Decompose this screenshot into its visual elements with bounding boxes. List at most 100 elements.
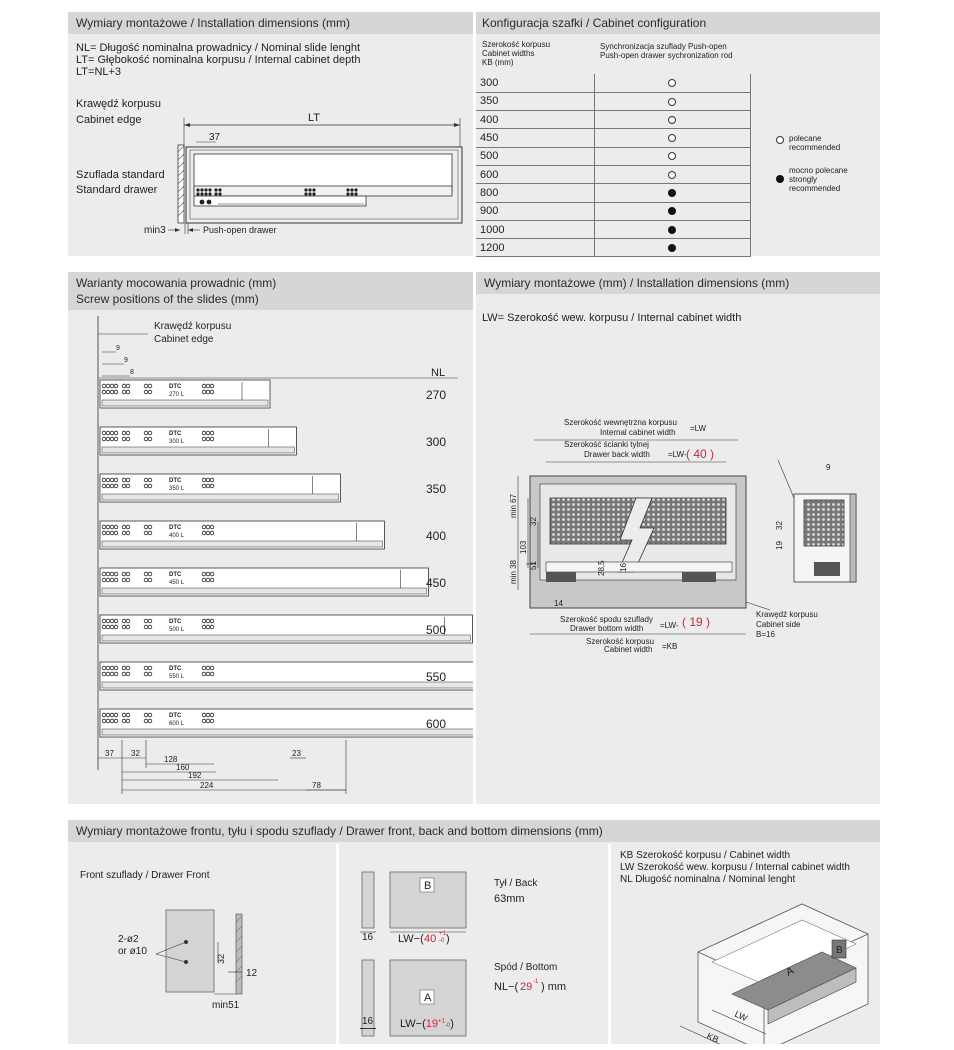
panel-title: Wymiary montażowe frontu, tyłu i spodu s… — [76, 824, 603, 838]
back-formula-val: 40 — [424, 933, 436, 945]
brand-label: DTC — [169, 431, 182, 437]
screw-hole — [209, 389, 215, 395]
slide-rail — [101, 587, 427, 595]
slide-rail — [101, 634, 471, 642]
screw-hole — [113, 530, 119, 536]
dim-32: 32 — [216, 954, 226, 964]
back-tol-dn: -0 — [439, 938, 445, 944]
bottom-title: Spód / Bottom — [494, 962, 557, 973]
filled-circle-icon — [668, 225, 676, 234]
screw-hole — [113, 383, 119, 389]
screw-hole — [147, 430, 153, 436]
panel-title: Konfiguracja szafki / Cabinet configurat… — [482, 16, 707, 30]
bottom-width-value: ( 19 ) — [682, 615, 710, 629]
screw-hole — [125, 530, 131, 536]
slide-length-label: 450 L — [169, 580, 185, 586]
screw-hole — [113, 477, 119, 483]
screw-hole — [125, 718, 131, 724]
screw-hole — [147, 383, 153, 389]
cabinet-width-cell: 300 — [476, 74, 595, 93]
cabinet-width-cell: 900 — [476, 202, 595, 221]
nl-formula-post: ) mm — [541, 981, 566, 993]
nl-tol: -1 — [533, 979, 539, 985]
screw-hole — [113, 524, 119, 530]
dim-12: 12 — [246, 968, 258, 979]
screw-hole — [147, 718, 153, 724]
col-kb-header: Szerokość korpusu Cabinet widths KB (mm) — [482, 40, 551, 67]
sync-cell — [594, 165, 751, 185]
nl-value: 500 — [426, 623, 447, 637]
drawer-front-diagram: 2-ø2 or ø10 32 12 min51 — [118, 909, 258, 1011]
iso-letter-b: B — [836, 945, 843, 956]
min51-label: min51 — [212, 1000, 240, 1011]
slide-rail — [101, 493, 339, 501]
config-row: 300 — [476, 74, 751, 93]
slide-rail — [101, 540, 383, 548]
divider — [608, 844, 611, 1044]
dim-16a: 16 — [362, 932, 374, 943]
screw-hole — [147, 530, 153, 536]
cabinet-edge-label: Krawędź korpusu Cabinet edge — [154, 321, 232, 345]
config-row: 500 — [476, 147, 751, 166]
filled-circle-icon — [668, 243, 676, 252]
config-row: 900 — [476, 202, 751, 221]
open-circle-icon — [668, 134, 676, 143]
dim-8: 8 — [130, 369, 134, 376]
cabinet-width-pl: Szerokość korpusu — [586, 637, 654, 646]
screw-hole — [209, 671, 215, 677]
nl-formula-val: 29 — [520, 981, 532, 993]
panel-header: Warianty mocowania prowadnic (mm) Screw … — [68, 272, 473, 310]
push-open-label: Push-open drawer — [203, 225, 277, 235]
cabinet-width-en: Cabinet width — [604, 645, 652, 654]
panel-header: Wymiary montażowe / Installation dimensi… — [68, 12, 473, 34]
screw-hole — [147, 571, 153, 577]
dim-23: 23 — [292, 749, 301, 758]
screw-hole — [113, 571, 119, 577]
panel-title-en: Screw positions of the slides (mm) — [76, 292, 259, 306]
screw-hole — [147, 712, 153, 718]
cabinet-width-cell: 1200 — [476, 238, 595, 258]
definitions: NL= Długość nominalna prowadnicy / Nomin… — [76, 42, 360, 78]
screw-hole — [147, 577, 153, 583]
dim-16: 16 — [619, 563, 628, 572]
nl-value: 550 — [426, 670, 447, 684]
panel-title: Wymiary montażowe / Installation dimensi… — [76, 16, 350, 30]
bottom-width-pl: Szerokość spodu szuflady — [560, 615, 653, 624]
screw-hole — [113, 436, 119, 442]
screw-hole — [147, 624, 153, 630]
screw-hole — [209, 718, 215, 724]
sync-cell — [594, 238, 751, 258]
screw-hole — [113, 430, 119, 436]
open-circle-icon — [668, 78, 676, 87]
screw-hole — [125, 712, 131, 718]
dim-14: 14 — [554, 599, 563, 608]
back-bottom-diagram: B 16 LW−( 40 +1 -0 ) Tył / Back 63mm A S… — [360, 871, 566, 1037]
cabinet-width-cell: 1000 — [476, 220, 595, 240]
slide-length-label: 500 L — [169, 627, 185, 633]
screw-hole — [147, 477, 153, 483]
panel-header: Wymiary montażowe (mm) / Installation di… — [476, 272, 880, 294]
screw-hole — [209, 665, 215, 671]
legend-recommended: polecane recommended — [776, 134, 840, 152]
sync-cell — [594, 183, 751, 203]
screw-hole — [113, 624, 119, 630]
letter-b: B — [424, 880, 431, 892]
brand-label: DTC — [169, 384, 182, 390]
screw-hole — [125, 624, 131, 630]
config-row: 1000 — [476, 220, 751, 240]
open-circle-icon — [668, 170, 676, 179]
drawer-side-diagram: LT 37 min3 Push-o — [144, 112, 463, 236]
nl-value: 600 — [426, 717, 447, 731]
slide-rail — [101, 399, 269, 407]
cabinet-width-eq: =KB — [662, 642, 677, 651]
back-width-value: ( 40 ) — [686, 447, 714, 461]
panel-title: Wymiary montażowe (mm) / Installation di… — [484, 276, 790, 290]
dim-160: 160 — [176, 763, 190, 772]
screw-hole — [125, 430, 131, 436]
cabinet-width-cell: 800 — [476, 183, 595, 203]
slide-rail — [101, 681, 473, 689]
screw-hole — [113, 618, 119, 624]
